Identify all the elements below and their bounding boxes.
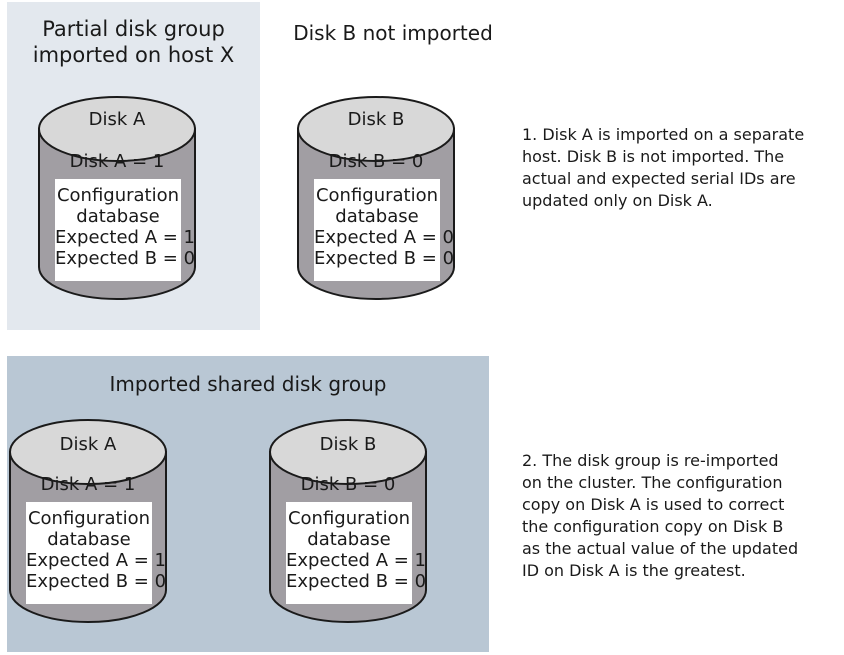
configuration-database-box: Configuration database Expected A = 0 Ex… (314, 179, 454, 281)
shared-group-title: Imported shared disk group (109, 372, 387, 396)
disk-serial-label: Disk A = 1 (69, 151, 165, 172)
partial-group-title: Partial disk group imported on host X (32, 17, 235, 67)
disk-name-label: Disk A (59, 434, 117, 455)
disk-b-not-imported-title: Disk B not imported (293, 21, 493, 45)
disk-name-label: Disk B (347, 109, 405, 130)
disk-serial-label: Disk A = 1 (40, 474, 136, 495)
disk-b-cylinder: Disk B Disk B = 0 Configuration database… (268, 418, 428, 626)
disk-serial-label: Disk B = 0 (300, 474, 396, 495)
step-2-note: 2. The disk group is re-imported on the … (522, 451, 799, 580)
configuration-database-box: Configuration database Expected A = 1 Ex… (286, 502, 426, 604)
disk-b-cylinder: Disk B Disk B = 0 Configuration database… (296, 95, 456, 303)
disk-name-label: Disk B (319, 434, 377, 455)
disk-a-cylinder: Disk A Disk A = 1 Configuration database… (37, 95, 197, 303)
disk-serial-label: Disk B = 0 (328, 151, 424, 172)
step-1-note: 1. Disk A is imported on a separate host… (522, 125, 805, 210)
disk-a-cylinder: Disk A Disk A = 1 Configuration database… (8, 418, 168, 626)
configuration-database-box: Configuration database Expected A = 1 Ex… (26, 502, 166, 604)
configuration-database-box: Configuration database Expected A = 1 Ex… (55, 179, 195, 281)
disk-name-label: Disk A (88, 109, 146, 130)
